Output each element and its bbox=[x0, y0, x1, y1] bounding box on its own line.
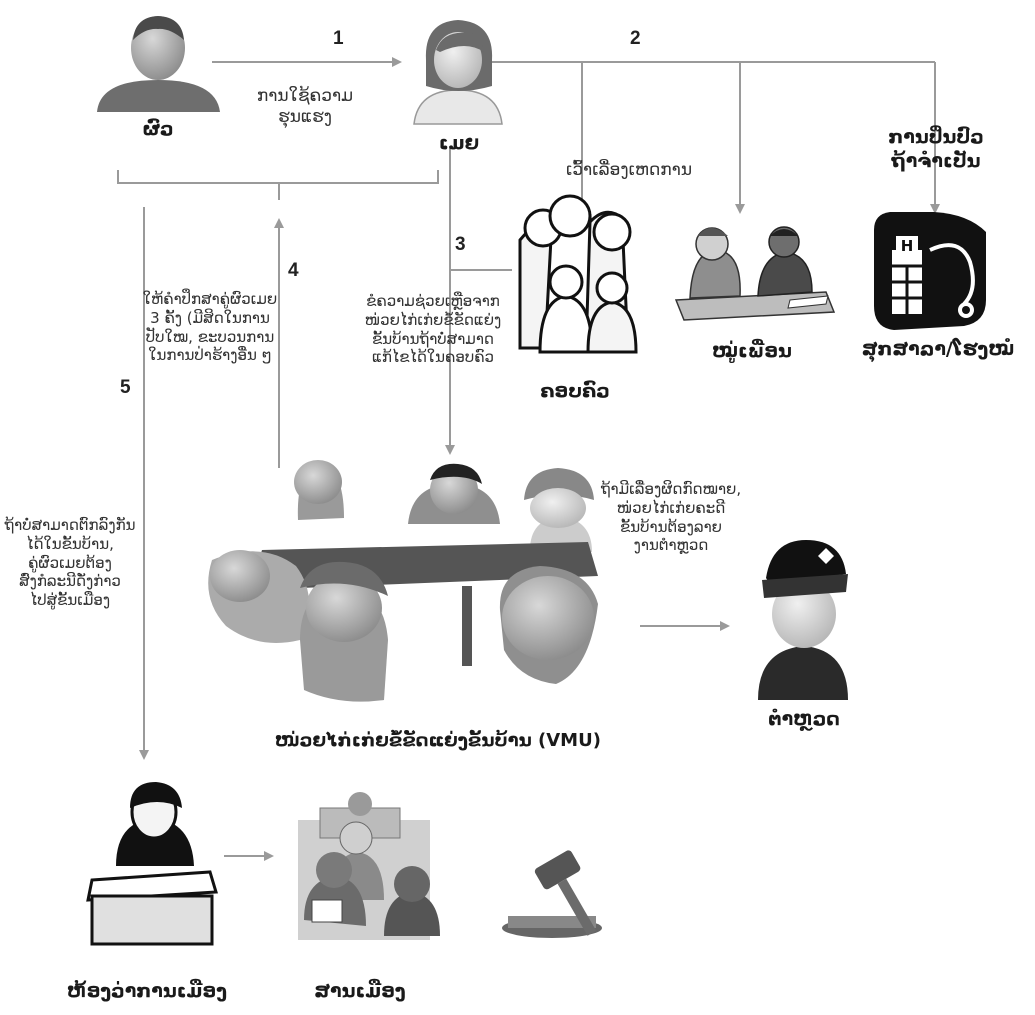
svg-text:H: H bbox=[901, 237, 914, 255]
counsel-note: ໃຫ້ຄຳປຶກສາຄູ່ຜົວເມຍ 3 ຄັ້ງ (ມີສິດໃນການ ປ… bbox=[142, 290, 278, 365]
violence-label: ການໃຊ້ຄວາມ ຮຸນແຮງ bbox=[256, 86, 354, 128]
district-court-label: ສານເມືອງ bbox=[314, 980, 406, 1002]
family-label: ຄອບຄົວ bbox=[540, 380, 610, 402]
talk-label: ເວົ້າເລື່ອງເຫດການ bbox=[565, 160, 693, 180]
husband-icon bbox=[97, 16, 220, 112]
health-center-icon: H bbox=[874, 212, 986, 330]
police-icon bbox=[758, 540, 848, 700]
husband-label: ຜົວ bbox=[142, 118, 174, 140]
step-1-number: 1 bbox=[333, 28, 344, 49]
court-icon bbox=[298, 792, 440, 940]
ask-help-note: ຂໍຄວາມຊ່ວຍເຫຼືອຈາກ ໜ່ວຍໄກ່ເກ່ຍຂໍ້ຂັດແຍ່ງ… bbox=[364, 292, 502, 367]
vmu-label: ໜ່ວຍໄກ່ເກ່ຍຂໍ້ຂັດແຍ່ງຂັ້ນບ້ານ (VMU) bbox=[275, 730, 601, 751]
step-4-number: 4 bbox=[288, 260, 299, 281]
connectors bbox=[117, 57, 940, 861]
gavel-icon bbox=[502, 850, 602, 938]
wife-icon bbox=[413, 20, 503, 125]
crime-note: ຖ້າມີເລື່ອງຜິດກົດໝາຍ, ໜ່ວຍໄກ່ເກ່ຍຄະດີ ຂັ… bbox=[600, 480, 742, 555]
treatment-label: ການປິ່ນປົວ ຖ້າຈຳເປັນ bbox=[888, 126, 984, 172]
district-office-label: ຫ້ອງວ່າການເມືອງ bbox=[66, 980, 227, 1002]
step-5-number: 5 bbox=[120, 377, 131, 398]
escalate-note: ຖ້າບໍ່ສາມາດຕົກລົງກັນ ໄດ້ໃນຂັ້ນບ້ານ, ຄູ່ຜ… bbox=[4, 516, 136, 609]
district-office-icon bbox=[86, 782, 218, 946]
friends-icon bbox=[674, 226, 836, 321]
health-center-label: ສຸກສາລາ/ໂຮງໝໍ bbox=[861, 338, 1015, 360]
friends-label: ໝູ່ເພື່ອນ bbox=[712, 340, 792, 362]
family-icon bbox=[518, 194, 638, 354]
vmu-meeting-icon bbox=[208, 460, 598, 702]
step-2-number: 2 bbox=[630, 28, 641, 49]
police-label: ຕຳຫຼວດ bbox=[768, 708, 840, 730]
couple-bracket bbox=[117, 170, 439, 184]
wife-label: ເມຍ bbox=[438, 132, 480, 154]
step-3-number: 3 bbox=[455, 234, 466, 255]
